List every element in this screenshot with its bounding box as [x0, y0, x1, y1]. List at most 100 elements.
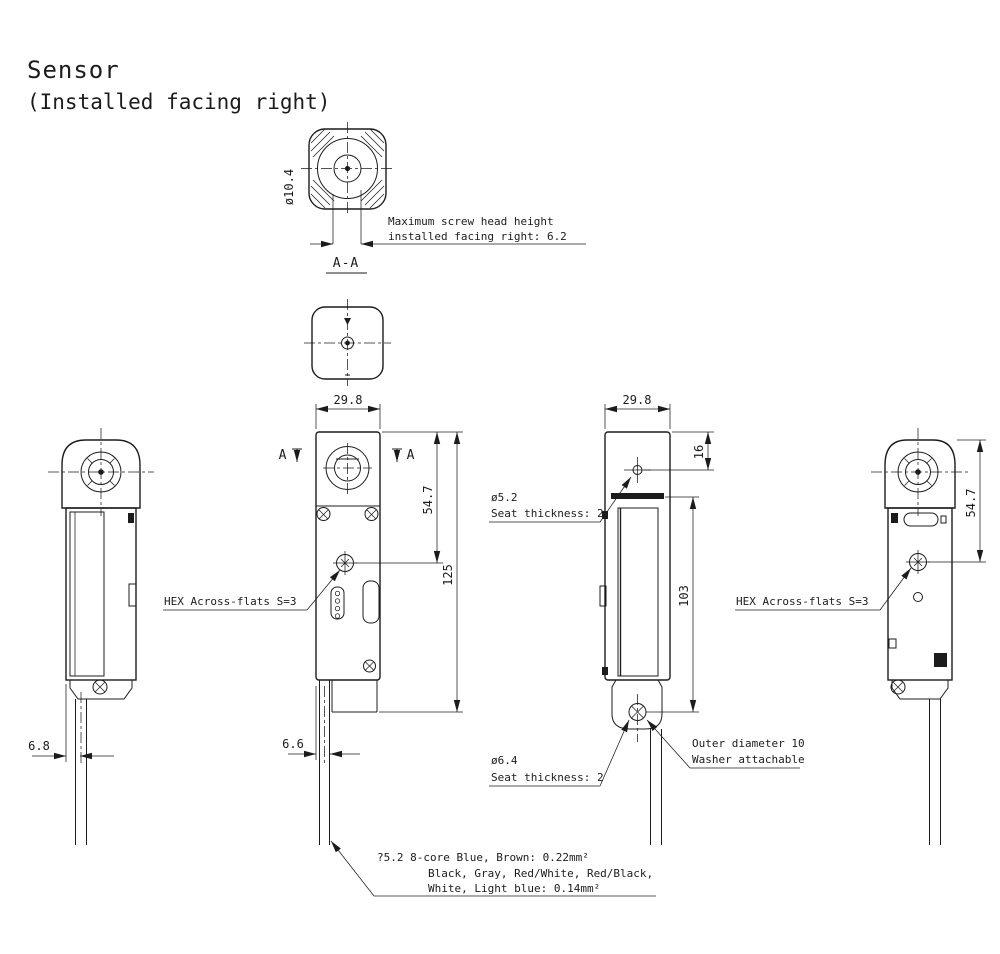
dim-front-total-label: 125	[441, 564, 455, 586]
dim-mount-width-label: 29.8	[623, 393, 652, 407]
mount-washer-note: Outer diameter 10 Washer attachable	[646, 719, 805, 769]
dim-front-cable-offset-label: 6.6	[282, 737, 304, 751]
mount-sensing-window	[617, 507, 659, 677]
dim-front-head: 54.7	[355, 431, 463, 564]
section-label: A-A	[326, 256, 367, 274]
section-marker-left-label: A	[279, 448, 288, 463]
left-head-inner-circle	[88, 459, 114, 485]
dim-front-width: 29.8	[315, 393, 381, 429]
left-cable	[75, 699, 87, 845]
section-marker-right-label: A	[407, 448, 416, 463]
section-marker-left: A	[279, 448, 302, 463]
cable-spec-note: ?5.2 8-core Blue, Brown: 0.22mm² Black, …	[330, 840, 656, 897]
front-bottom-tab	[331, 680, 378, 713]
left-head-outer-circle	[80, 451, 122, 493]
dim-left-cable-offset: 6.8	[28, 684, 114, 762]
right-lower-block	[934, 653, 947, 667]
mount-top-hole-note: ø5.2 Seat thickness: 2	[489, 476, 632, 523]
right-side-view: HEX Across-flats S=3 54.7	[735, 428, 986, 845]
left-head-outline	[61, 439, 141, 509]
right-bottom-screw	[890, 679, 906, 695]
section-marker-right: A	[392, 448, 416, 463]
right-head-ticks	[904, 458, 932, 486]
left-bottom-screw	[92, 679, 108, 695]
dim-front-cable-offset: 6.6	[282, 686, 360, 760]
left-side-view: 6.8	[28, 428, 154, 845]
front-view: A A 29.8 54.7 125 6.6	[163, 393, 463, 845]
dim-mount-width: 29.8	[604, 393, 671, 429]
mount-body-outline	[604, 431, 671, 681]
mount-bottom-hole-note-line2: Seat thickness: 2	[491, 771, 604, 784]
screw-head-note-line1: Maximum screw head height	[388, 215, 554, 228]
left-sensing-window	[69, 511, 105, 677]
dim-right-head: 54.7	[928, 439, 986, 563]
top-view	[304, 299, 391, 386]
left-head-center-dot	[98, 469, 104, 475]
left-head-ticks	[87, 458, 115, 486]
cable-note-line1: ?5.2 8-core Blue, Brown: 0.22mm²	[377, 851, 589, 864]
right-hex-note: HEX Across-flats S=3	[735, 567, 912, 611]
front-head-centerlines	[323, 443, 372, 494]
cable-note-line2: Black, Gray, Red/White, Red/Black,	[428, 867, 653, 880]
dim-screw-head-diameter-label: ø10.4	[282, 169, 296, 205]
screw-head-note-line2: installed facing right: 6.2	[388, 230, 567, 243]
right-head-center-dot	[915, 469, 921, 475]
dim-mount-top-hole: 16	[644, 431, 714, 471]
detail-corner-hatching	[310, 128, 385, 209]
left-edge-notch	[128, 583, 137, 607]
mount-edge-notch	[599, 585, 607, 607]
dim-front-total: 125	[379, 432, 463, 713]
page-title: Sensor	[27, 56, 120, 84]
mount-edge-tab-bottom	[602, 667, 608, 675]
right-bottom-tab	[891, 680, 949, 700]
mount-washer-note-line1: Outer diameter 10	[692, 737, 805, 750]
right-hex-note-label: HEX Across-flats S=3	[736, 595, 868, 608]
section-aa-detail-view: ø10.4 Maximum screw head height installe…	[282, 122, 586, 274]
cable-note-leader	[330, 840, 375, 897]
right-hex-screw	[906, 550, 930, 574]
mount-bottom-hole-note: ø6.4 Seat thickness: 2	[489, 719, 630, 787]
right-top-mark	[940, 515, 947, 524]
dim-front-head-label: 54.7	[421, 486, 435, 515]
mount-bottom-hole-note-line1: ø6.4	[491, 754, 518, 767]
left-body-outline	[65, 507, 137, 681]
right-body-outline	[887, 507, 953, 681]
right-top-slot	[903, 512, 939, 527]
front-side-boss	[362, 580, 380, 624]
page-subtitle: (Installed facing right)	[27, 90, 330, 114]
right-cable	[929, 699, 941, 845]
right-head-outline	[884, 439, 956, 509]
right-lower-mark	[888, 638, 897, 649]
screw-head-note: Maximum screw head height installed faci…	[386, 215, 586, 245]
top-view-center-dot	[345, 340, 350, 346]
right-top-tab	[891, 513, 898, 523]
front-hex-note-label: HEX Across-flats S=3	[164, 595, 296, 608]
mount-washer-note-line2: Washer attachable	[692, 753, 805, 766]
front-corner-screws	[316, 507, 379, 521]
top-view-index-mark	[344, 318, 351, 325]
front-hex-screw	[333, 551, 357, 575]
dim-mount-hole-span-label: 103	[677, 585, 691, 607]
dim-left-cable-offset-label: 6.8	[28, 739, 50, 753]
mount-top-hole-note-line1: ø5.2	[491, 491, 518, 504]
right-head-inner-circle	[905, 459, 931, 485]
mount-cable	[650, 729, 662, 845]
top-view-screw-circle	[341, 336, 354, 350]
left-bottom-tab	[69, 680, 133, 700]
title-block: Sensor (Installed facing right)	[27, 56, 330, 114]
dim-screw-head-diameter: ø10.4	[282, 169, 386, 248]
front-connector-block	[330, 586, 345, 620]
dim-right-head-label: 54.7	[964, 489, 978, 518]
cable-note-line3: White, Light blue: 0.14mm²	[428, 882, 600, 895]
front-head-inner-circle	[334, 454, 361, 482]
front-hex-note: HEX Across-flats S=3	[163, 569, 341, 611]
mount-washer-seat	[611, 493, 664, 499]
detail-centerlines	[301, 122, 394, 216]
front-body-outline	[315, 431, 381, 681]
front-cable	[319, 680, 330, 845]
right-head-outer-circle	[897, 451, 939, 493]
section-label-text: A-A	[333, 256, 359, 271]
dim-mount-hole-span: 103	[646, 496, 699, 713]
